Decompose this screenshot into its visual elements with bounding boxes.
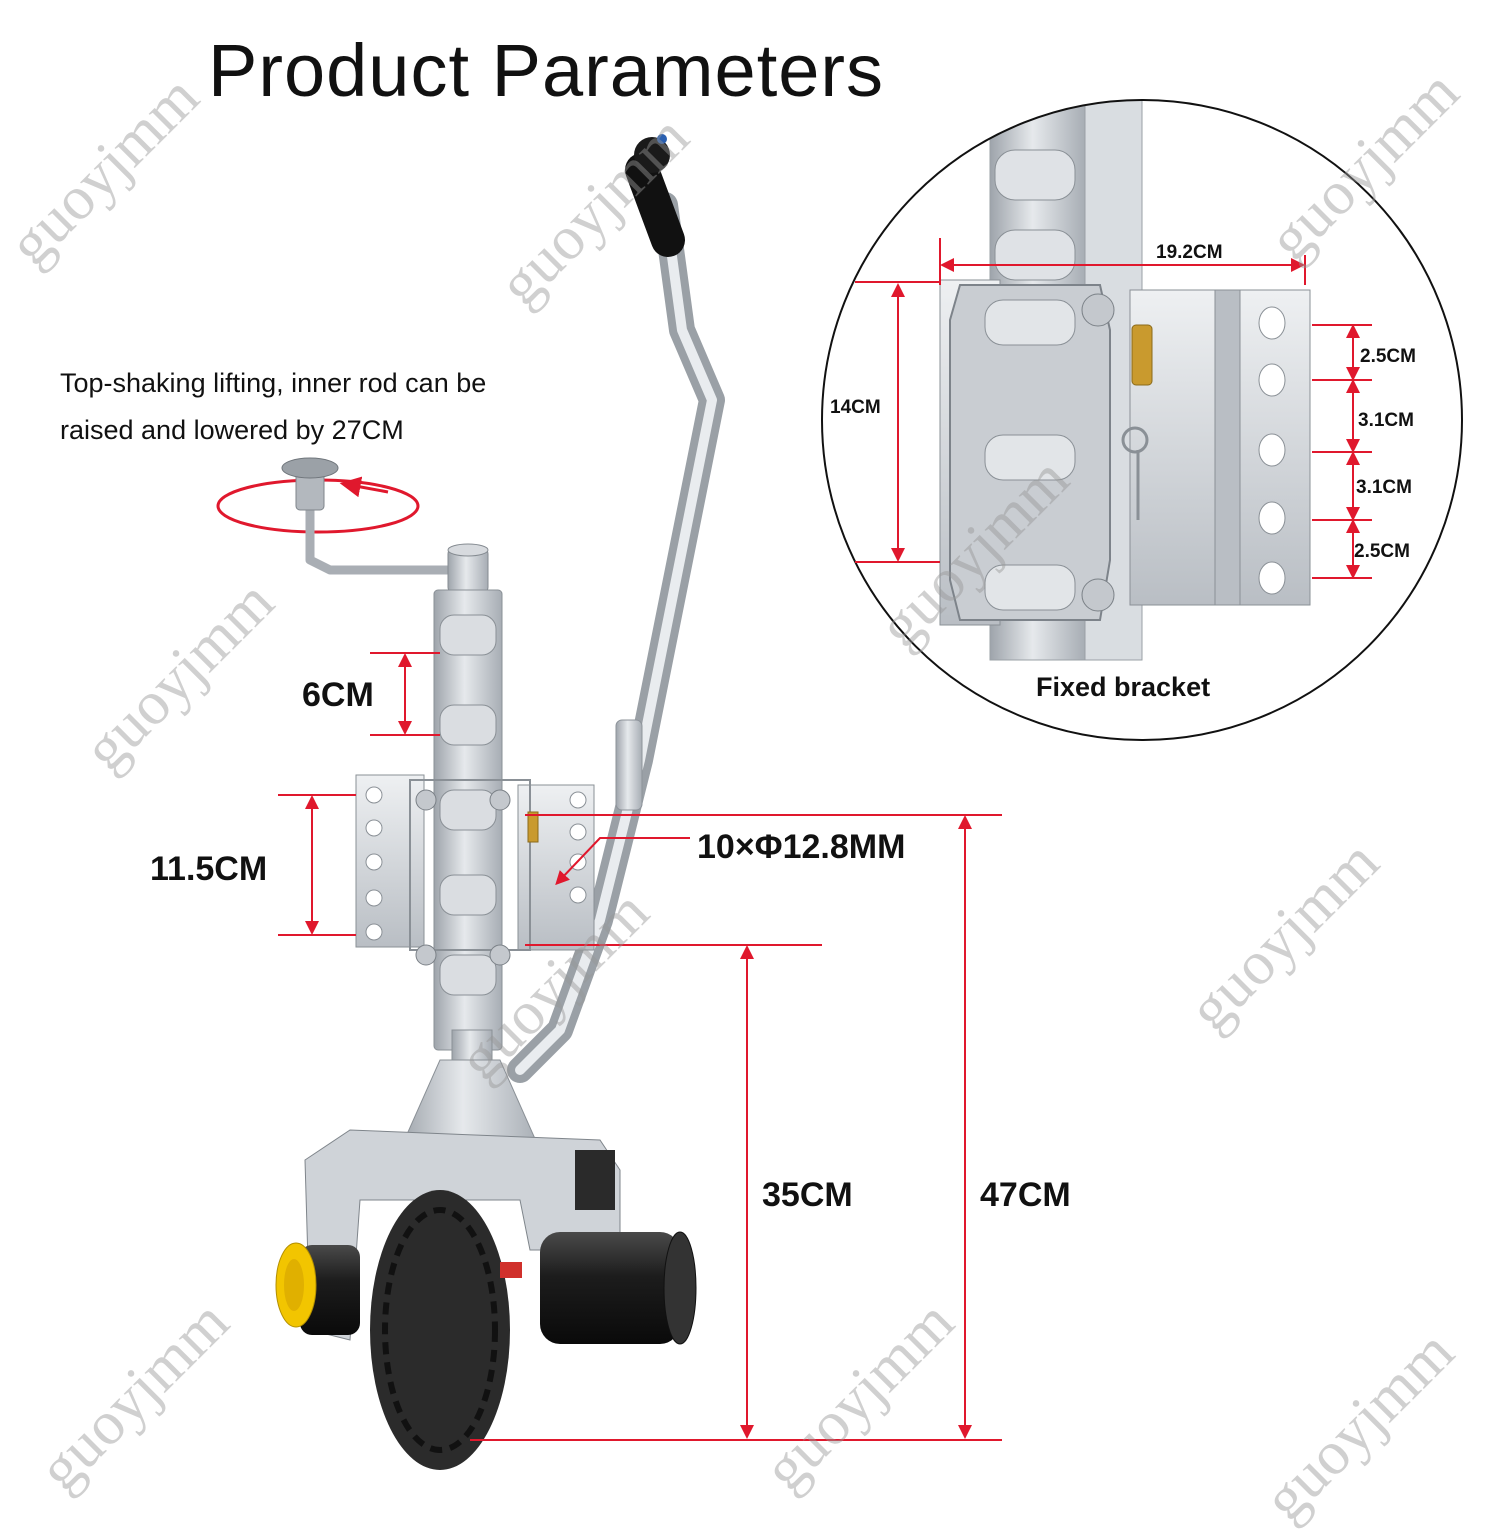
detail-caption: Fixed bracket bbox=[1036, 672, 1211, 702]
lift-description: Top-shaking lifting, inner rod can be ra… bbox=[60, 360, 620, 454]
tow-handle bbox=[507, 134, 725, 1083]
lift-description-line: raised and lowered by 27CM bbox=[60, 415, 404, 445]
crank-handle bbox=[216, 457, 489, 594]
dim-mounting-holes: 10×Φ12.8MM bbox=[697, 828, 906, 866]
product-illustration bbox=[216, 99, 1463, 1470]
detail-dim-spacing: 2.5CM bbox=[1354, 541, 1410, 562]
jack-body bbox=[355, 589, 595, 1151]
detail-dim-width: 19.2CM bbox=[1156, 242, 1223, 263]
lift-description-line: Top-shaking lifting, inner rod can be bbox=[60, 368, 487, 398]
motor-wheel-unit bbox=[275, 1129, 697, 1470]
detail-dim-spacing: 3.1CM bbox=[1358, 410, 1414, 431]
dimension-lines bbox=[278, 652, 1002, 1441]
dim-total-height: 47CM bbox=[980, 1176, 1071, 1214]
detail-bracket bbox=[821, 99, 1463, 741]
detail-dim-spacing: 3.1CM bbox=[1356, 477, 1412, 498]
detail-dim-height: 14CM bbox=[830, 397, 881, 418]
dim-ground-to-plate: 35CM bbox=[762, 1176, 853, 1214]
page-title: Product Parameters bbox=[208, 29, 885, 112]
detail-dim-spacing: 2.5CM bbox=[1360, 346, 1416, 367]
dim-plate-height: 11.5CM bbox=[150, 850, 268, 888]
dim-rack-pitch: 6CM bbox=[302, 676, 374, 714]
